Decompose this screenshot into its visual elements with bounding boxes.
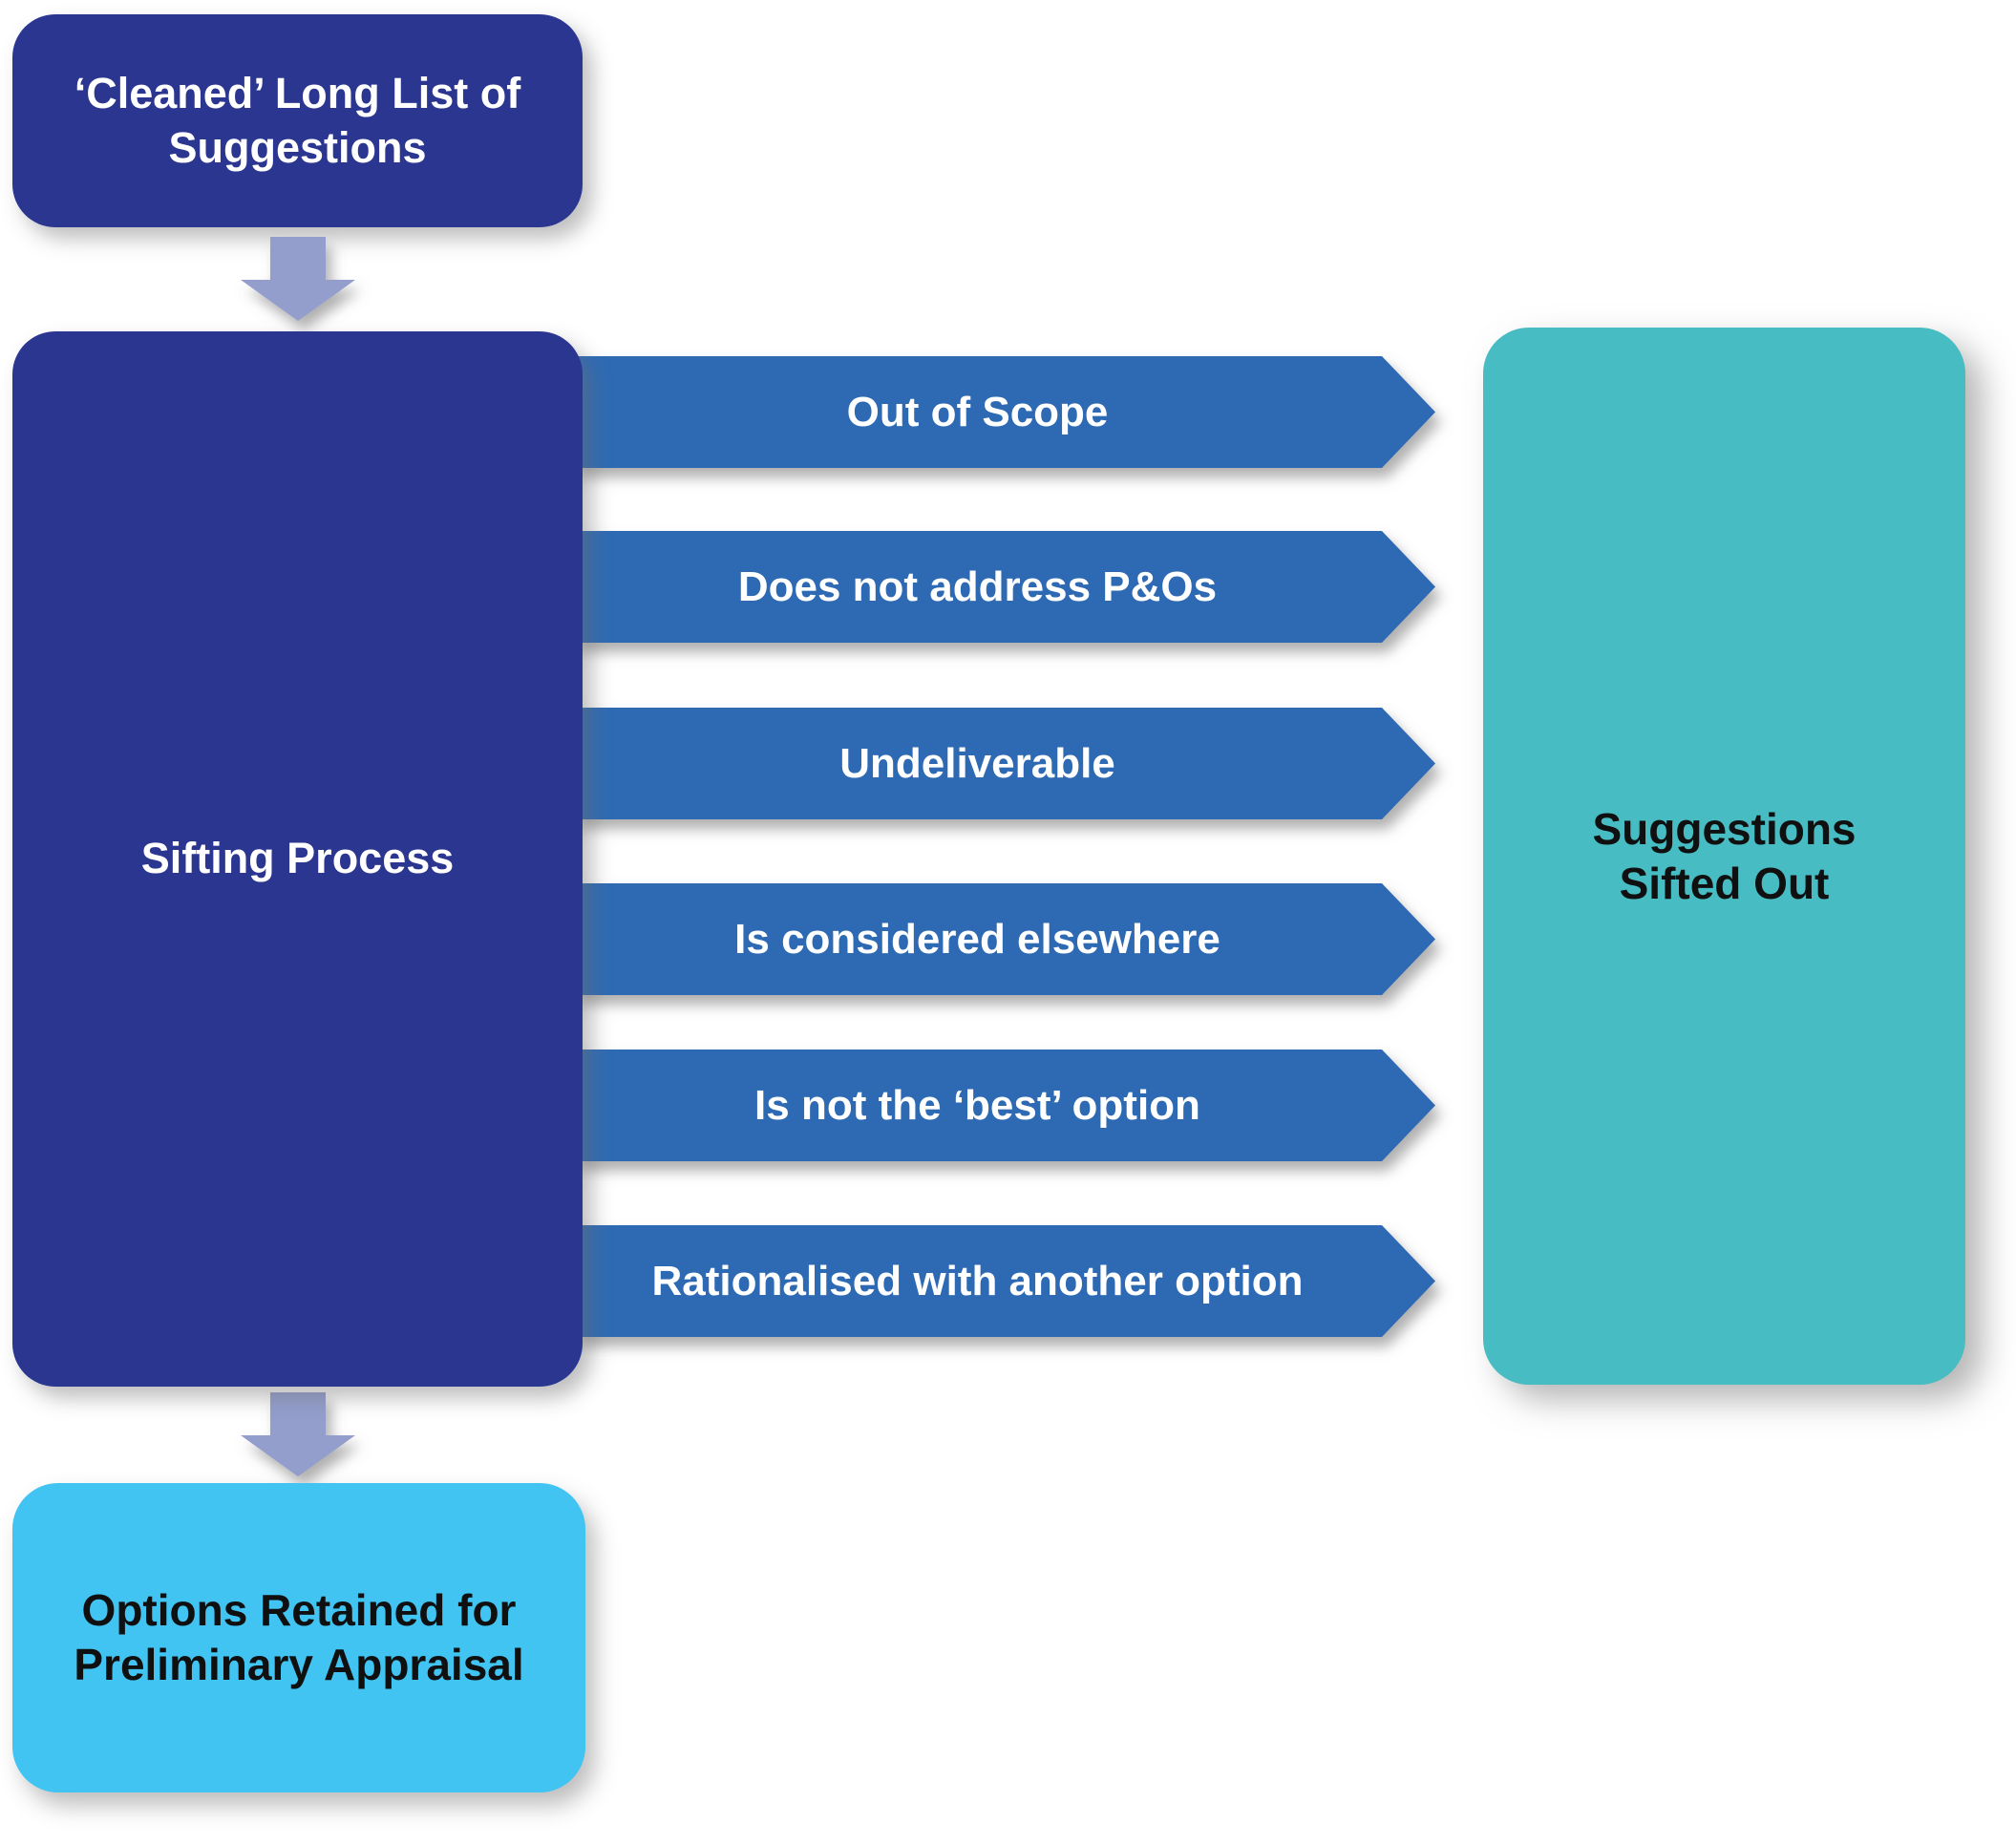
sift-reason-label: Out of Scope: [846, 388, 1109, 435]
sift-reason-label: Undeliverable: [839, 739, 1115, 787]
sift-reason-arrow-does-not-address-pos: Does not address P&Os: [573, 531, 1435, 643]
sift-reason-arrow-not-best-option: Is not the ‘best’ option: [573, 1050, 1435, 1161]
sift-reason-arrow-rationalised: Rationalised with another option: [573, 1225, 1435, 1337]
cleaned-long-list-box: ‘Cleaned’ Long List of Suggestions: [12, 14, 583, 227]
sift-reason-arrow-out-of-scope: Out of Scope: [573, 356, 1435, 468]
sift-reason-label: Does not address P&Os: [737, 562, 1218, 610]
sift-reason-label: Is not the ‘best’ option: [754, 1081, 1200, 1129]
sift-reason-label: Is considered elsewhere: [734, 915, 1220, 963]
down-arrow-icon: [241, 1392, 355, 1476]
sift-reason-arrow-considered-elsewhere: Is considered elsewhere: [573, 883, 1435, 995]
suggestions-sifted-out-box: Suggestions Sifted Out: [1483, 328, 1965, 1385]
down-arrow-icon: [241, 237, 355, 321]
sift-reason-label: Rationalised with another option: [651, 1257, 1304, 1304]
sifting-process-box: Sifting Process: [12, 331, 583, 1387]
options-retained-box: Options Retained for Preliminary Apprais…: [12, 1483, 585, 1792]
sift-reason-arrow-undeliverable: Undeliverable: [573, 708, 1435, 819]
